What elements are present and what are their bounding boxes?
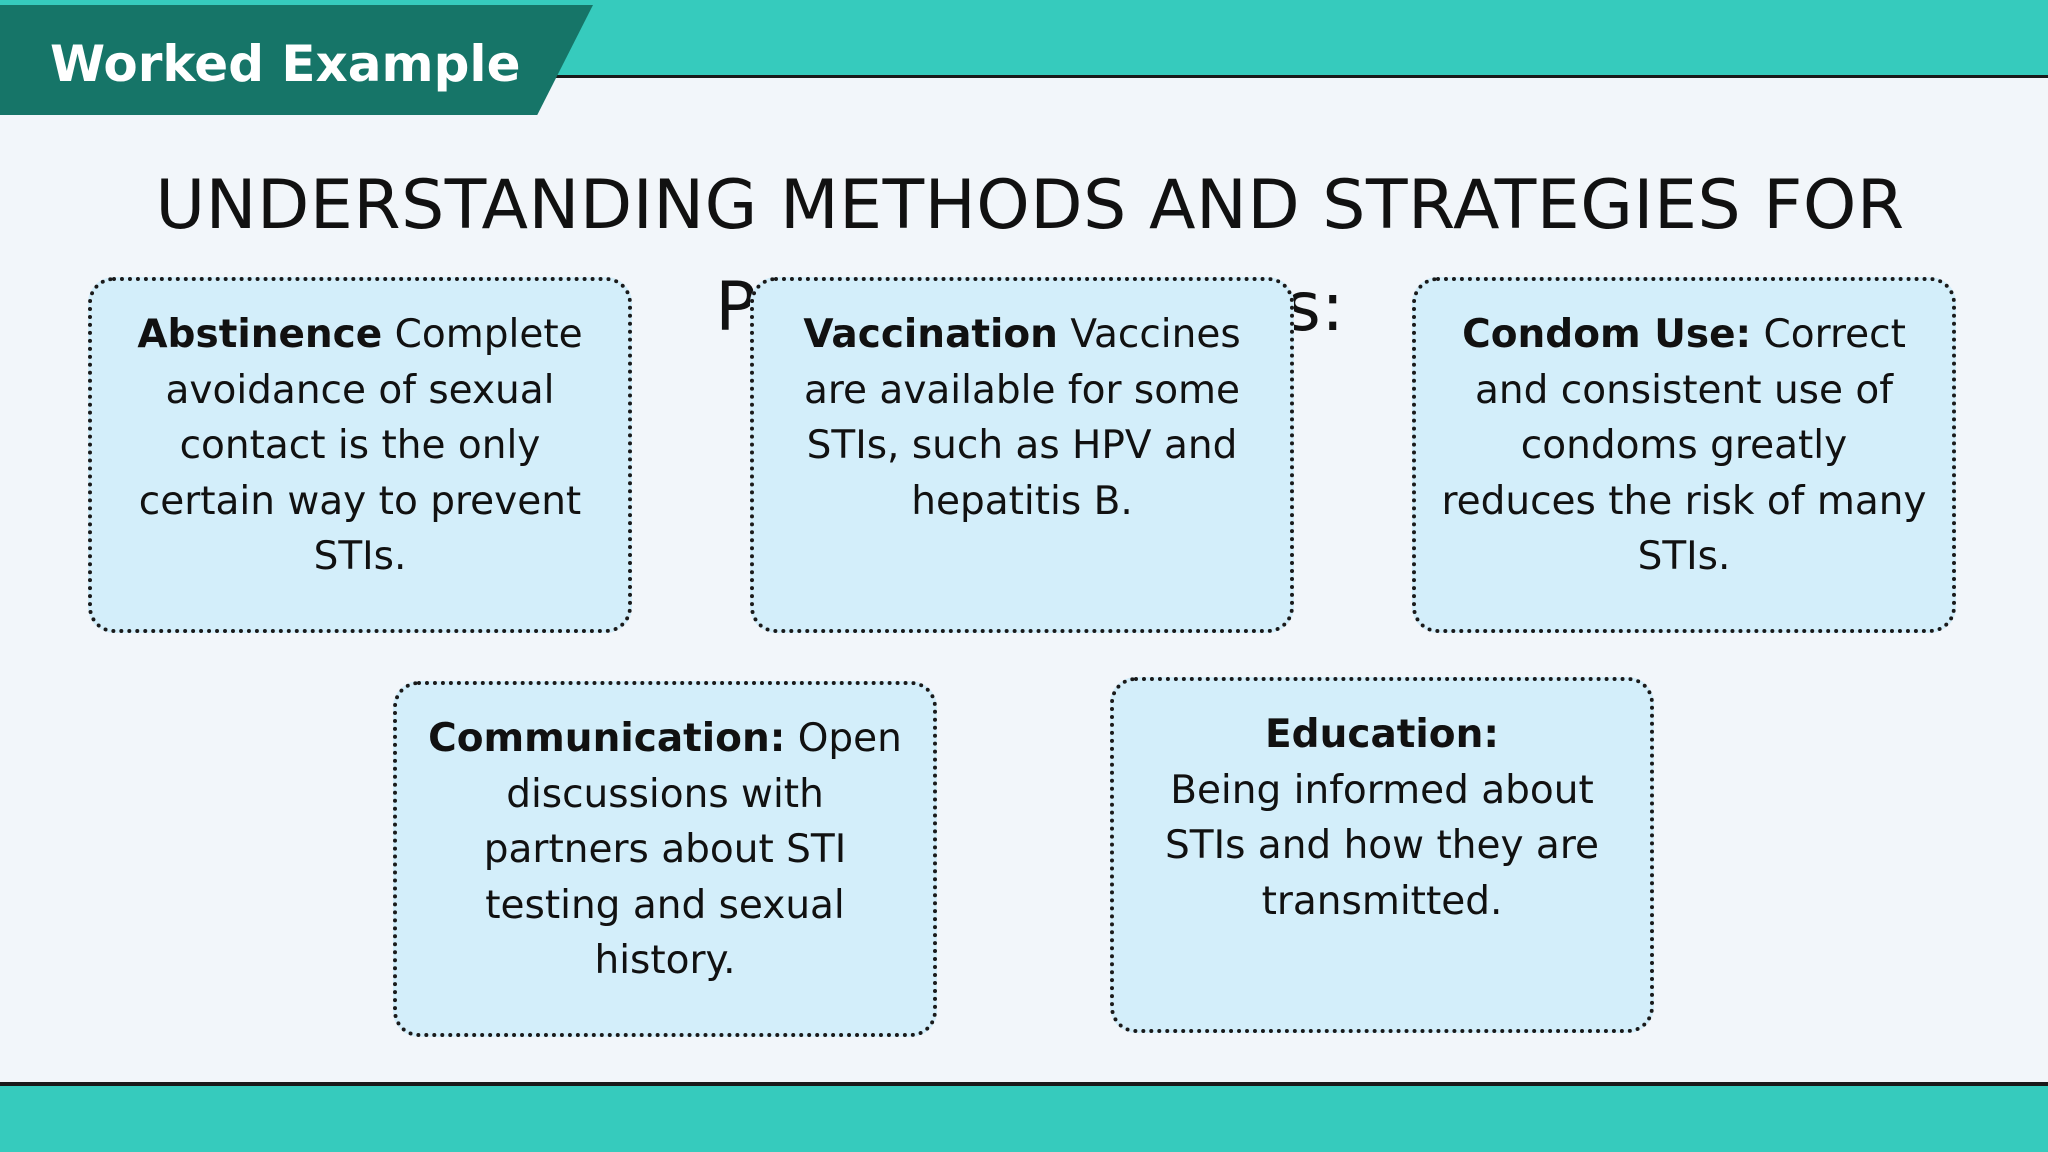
card-condom-use: Condom Use: Correct and consistent use o… (1412, 277, 1956, 633)
card-term: Abstinence (137, 312, 383, 357)
card-education: Education: Being informed about STIs and … (1110, 677, 1654, 1033)
card-term: Communication: (428, 716, 786, 761)
card-text: Open discussions with partners about STI… (483, 716, 902, 983)
header-label: Worked Example (50, 35, 521, 93)
bottom-divider-line (0, 1082, 2048, 1086)
card-vaccination: Vaccination Vaccines are available for s… (750, 277, 1294, 633)
card-text: Correct and consistent use of condoms gr… (1441, 312, 1927, 579)
card-term: Condom Use: (1462, 312, 1752, 357)
card-text: Being informed about STIs and how they a… (1165, 767, 1599, 924)
card-text: Vaccines are available for some STIs, su… (803, 312, 1241, 524)
card-abstinence: Abstinence Complete avoidance of sexual … (88, 277, 632, 633)
card-term: Education: (1265, 712, 1499, 757)
card-term: Vaccination (803, 312, 1058, 357)
card-text: Complete avoidance of sexual contact is … (138, 312, 583, 579)
card-communication: Communication: Open discussions with par… (393, 681, 937, 1037)
header-banner: Worked Example (0, 5, 593, 115)
bottom-accent-band (0, 1086, 2048, 1152)
top-divider-line (540, 75, 2048, 78)
